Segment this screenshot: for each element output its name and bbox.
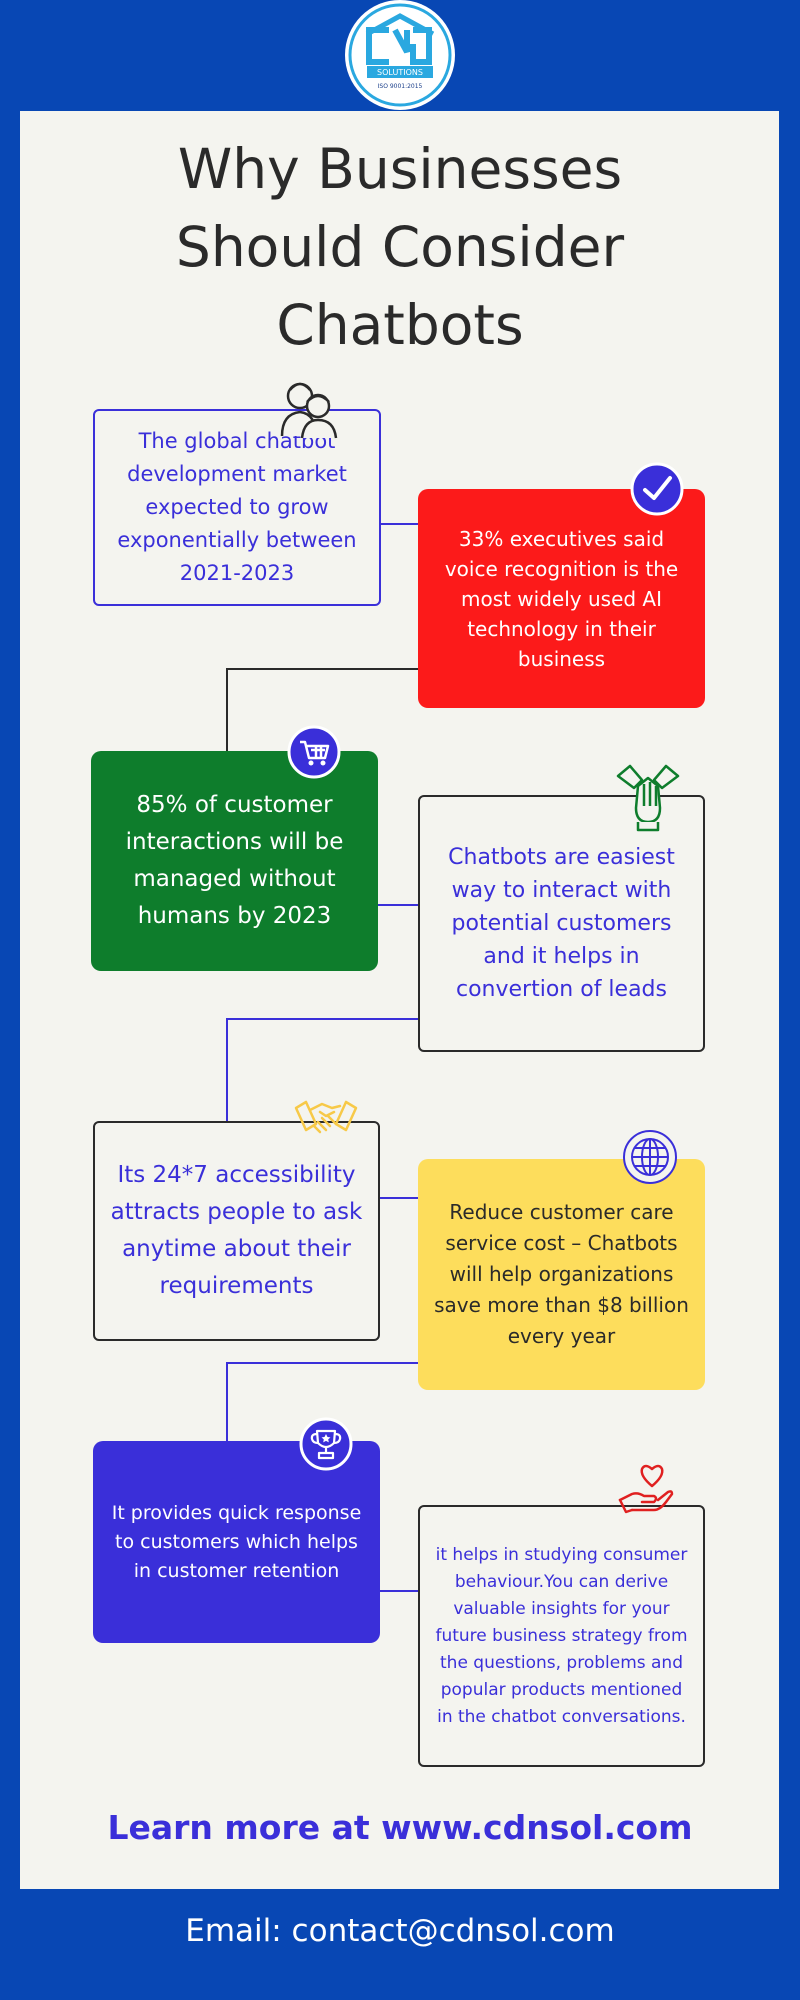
connector-6-7	[226, 1362, 418, 1441]
title-line-1: Why Businesses	[177, 137, 623, 201]
handshake-icon	[294, 1100, 358, 1134]
logo-icon: SOLUTIONS ISO 9001:2015	[348, 3, 452, 107]
contact-email[interactable]: Email: contact@cdnsol.com	[185, 1913, 615, 1949]
trophy-icon	[299, 1417, 353, 1471]
stat-card-voice-recognition: 33% executives said voice recognition is…	[418, 489, 705, 708]
learn-more-link[interactable]: Learn more at www.cdnsol.com	[107, 1808, 693, 1847]
info-card-consumer-behaviour: it helps in studying consumer behaviour.…	[418, 1505, 705, 1767]
page-title: Why Businesses Should Consider Chatbots	[100, 130, 700, 364]
title-line-3: Chatbots	[276, 293, 524, 357]
teamwork-hands-icon	[616, 764, 680, 832]
heart-hand-icon	[618, 1464, 674, 1514]
card-7-text: It provides quick response to customers …	[111, 1501, 362, 1582]
card-4-text: Chatbots are easiest way to interact wit…	[448, 845, 675, 1002]
card-5-text: Its 24*7 accessibility attracts people t…	[110, 1162, 363, 1299]
stat-card-cost-reduction: Reduce customer care service cost – Chat…	[418, 1159, 705, 1390]
logo-badge-text: SOLUTIONS	[377, 68, 423, 77]
card-6-text: Reduce customer care service cost – Chat…	[434, 1200, 689, 1348]
card-8-text: it helps in studying consumer behaviour.…	[435, 1544, 688, 1727]
info-card-lead-conversion: Chatbots are easiest way to interact wit…	[418, 795, 705, 1052]
info-card-accessibility: Its 24*7 accessibility attracts people t…	[93, 1121, 380, 1341]
title-line-2: Should Consider	[175, 215, 625, 279]
connector-4-5	[226, 1018, 418, 1121]
stat-card-customer-interactions: 85% of customer interactions will be man…	[91, 751, 378, 971]
checkmark-icon	[630, 462, 684, 516]
card-3-text: 85% of customer interactions will be man…	[125, 792, 344, 929]
info-card-customer-retention: It provides quick response to customers …	[93, 1441, 380, 1643]
card-1-text: The global chatbot development market ex…	[117, 429, 357, 585]
globe-icon	[623, 1130, 677, 1184]
cdn-solutions-logo[interactable]: SOLUTIONS ISO 9001:2015	[345, 0, 455, 110]
people-icon	[280, 382, 338, 439]
card-2-text: 33% executives said voice recognition is…	[444, 526, 679, 671]
shopping-cart-icon	[287, 725, 341, 779]
logo-iso-text: ISO 9001:2015	[378, 83, 423, 90]
